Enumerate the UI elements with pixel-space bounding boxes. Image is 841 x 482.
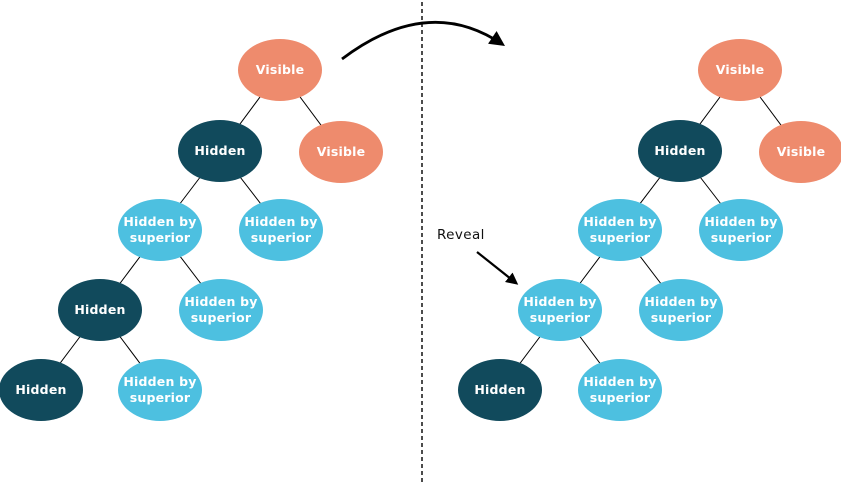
tree-node: Visible — [759, 121, 841, 183]
tree-node-label: Hidden — [654, 142, 706, 158]
tree-node: Hidden by superior — [699, 199, 783, 261]
tree-node-label: Hidden — [474, 381, 526, 397]
tree-node-label: Hidden by superior — [123, 213, 197, 245]
tree-node: Hidden — [0, 359, 83, 421]
tree-node-label: Hidden by superior — [123, 373, 197, 405]
tree-node-label: Hidden — [74, 301, 126, 317]
tree-node-label: Hidden — [194, 142, 246, 158]
tree-node-label: Hidden — [15, 381, 67, 397]
tree-node-label: Visible — [255, 61, 305, 77]
reveal-label: Reveal — [437, 227, 485, 243]
tree-node-label: Hidden by superior — [583, 213, 657, 245]
tree-node: Hidden by superior — [239, 199, 323, 261]
tree-node: Hidden — [58, 279, 142, 341]
reveal-arrow — [476, 251, 519, 285]
tree-node: Hidden by superior — [179, 279, 263, 341]
tree-node-label: Visible — [715, 61, 765, 77]
tree-node-label: Hidden by superior — [184, 293, 258, 325]
tree-node: Hidden by superior — [578, 359, 662, 421]
tree-node-label: Hidden by superior — [244, 213, 318, 245]
tree-node-label: Hidden by superior — [583, 373, 657, 405]
tree-node: Visible — [299, 121, 383, 183]
tree-node: Hidden by superior — [578, 199, 662, 261]
tree-node: Visible — [238, 39, 322, 101]
transition-arrow — [341, 20, 506, 61]
tree-node: Hidden by superior — [639, 279, 723, 341]
tree-node: Hidden — [178, 120, 262, 182]
tree-node: Hidden — [458, 359, 542, 421]
tree-node-label: Visible — [776, 143, 826, 159]
tree-node-label: Hidden by superior — [704, 213, 778, 245]
tree-node-revealed: Hidden by superior — [518, 279, 602, 341]
tree-node-label: Hidden by superior — [644, 293, 718, 325]
tree-node: Hidden by superior — [118, 199, 202, 261]
tree-node: Visible — [698, 39, 782, 101]
tree-node: Hidden by superior — [118, 359, 202, 421]
tree-node: Hidden — [638, 120, 722, 182]
tree-node-label: Hidden by superior — [523, 293, 597, 325]
tree-node-label: Visible — [316, 143, 366, 159]
